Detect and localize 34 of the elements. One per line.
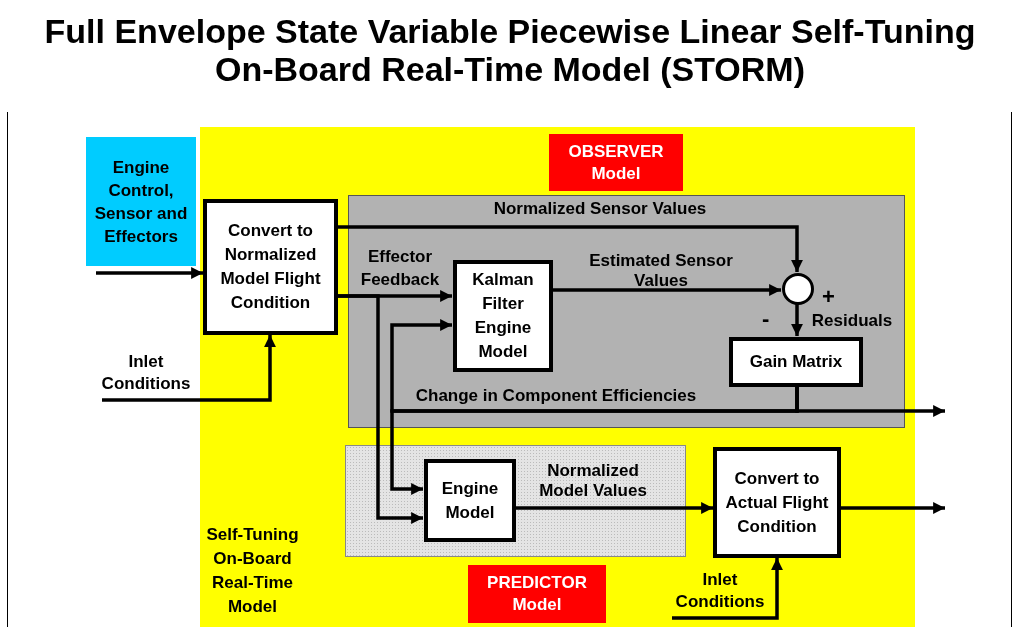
arrow: [552, 284, 781, 296]
predictor-panel: [345, 445, 686, 557]
summing-junction: [782, 273, 814, 305]
process-box: Convert to Normalized Model Flight Condition: [203, 199, 338, 335]
edge-label: Estimated Sensor Values: [588, 251, 734, 291]
arrow: [338, 294, 423, 524]
observer-panel: [348, 195, 905, 428]
edge-label: Residuals: [810, 311, 894, 331]
system-band: [200, 127, 915, 627]
model-tag: OBSERVER Model: [549, 134, 683, 191]
process-box: Convert to Actual Flight Condition: [713, 447, 841, 558]
arrow: [338, 225, 803, 272]
process-box: Kalman Filter Engine Model: [453, 260, 553, 372]
process-box: Gain Matrix: [729, 337, 863, 387]
arrow: [791, 304, 803, 336]
sign-label: +: [822, 286, 835, 308]
arrow: [102, 335, 276, 402]
edge-label: Normalized Model Values: [538, 461, 648, 501]
edge-label: Normalized Sensor Values: [492, 199, 708, 219]
sign-label: -: [762, 308, 770, 330]
input-text: Inlet Conditions: [662, 567, 778, 615]
edge-label: Effector Feedback: [359, 246, 441, 291]
arrow: [515, 502, 713, 514]
input-text: Inlet Conditions: [92, 350, 200, 396]
model-tag: PREDICTOR Model: [468, 565, 606, 623]
title: Full Envelope State Variable Piecewise Linear Self-Tuning On-Board Real-Time Model (STORM): [43, 12, 977, 88]
arrow: [96, 267, 203, 279]
input-box: Engine Control, Sensor and Effectors: [86, 137, 196, 266]
process-box: Engine Model: [424, 459, 516, 542]
arrow: [390, 386, 799, 495]
edge-label: Change in Component Efficiencies: [414, 386, 698, 406]
arrow: [841, 502, 945, 514]
arrow: [672, 558, 783, 620]
band-title: Self-Tuning On-Board Real-Time Model: [205, 524, 300, 618]
